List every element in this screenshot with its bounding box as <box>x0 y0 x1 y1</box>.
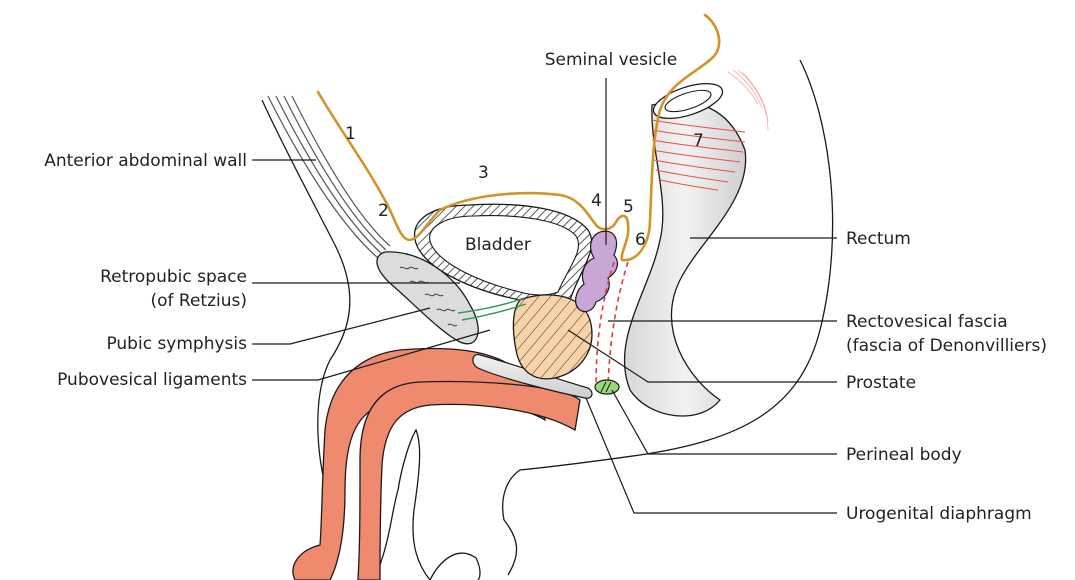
label-perineal-body: Perineal body <box>846 445 962 465</box>
label-seminal-vesicle: Seminal vesicle <box>545 50 677 70</box>
label-retropubic-space-1: Retropubic space <box>100 267 247 287</box>
number-1: 1 <box>345 124 356 144</box>
number-6: 6 <box>635 230 646 250</box>
label-bladder: Bladder <box>465 235 531 255</box>
label-prostate: Prostate <box>846 373 916 393</box>
number-7: 7 <box>693 131 704 151</box>
label-anterior-abdominal-wall: Anterior abdominal wall <box>44 151 247 171</box>
right-labels: Rectum Rectovesical fascia (fascia of De… <box>568 229 1047 524</box>
leader-prostate <box>568 330 837 382</box>
label-rectovesical-fascia-1: Rectovesical fascia <box>846 312 1008 332</box>
penis <box>293 348 592 580</box>
number-5: 5 <box>623 197 634 217</box>
label-pubovesical-ligaments: Pubovesical ligaments <box>57 370 247 390</box>
number-3: 3 <box>478 163 489 183</box>
leader-pubic-symphysis <box>252 308 430 344</box>
label-pubic-symphysis: Pubic symphysis <box>106 334 247 354</box>
leader-urogenital-diaphragm <box>586 398 837 513</box>
label-retropubic-space-2: (of Retzius) <box>150 291 247 311</box>
perineal-body <box>595 380 619 394</box>
label-urogenital-diaphragm: Urogenital diaphragm <box>846 504 1032 524</box>
label-rectovesical-fascia-2: (fascia of Denonvilliers) <box>846 336 1047 356</box>
label-rectum: Rectum <box>846 229 911 249</box>
number-4: 4 <box>591 191 602 211</box>
number-2: 2 <box>378 201 389 221</box>
